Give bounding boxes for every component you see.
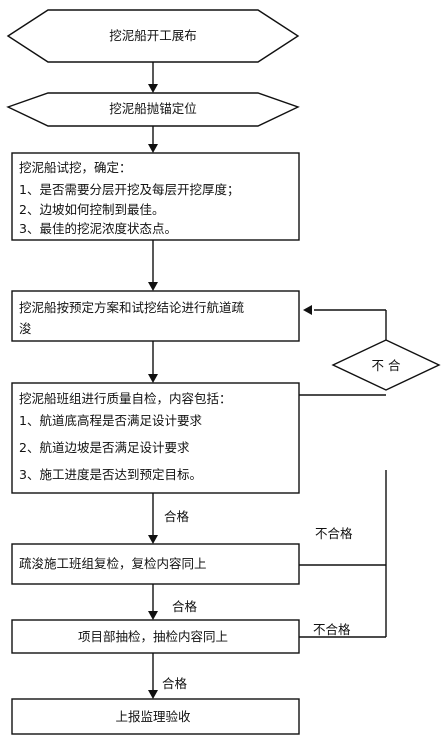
arrowhead-return bbox=[303, 305, 312, 315]
arrowhead-s7 bbox=[148, 611, 158, 620]
step-recheck-box bbox=[11, 543, 300, 585]
arrowhead-s6 bbox=[148, 535, 158, 544]
step-deploy-label: 挖泥船开工展布 bbox=[109, 28, 197, 43]
decision-label: 不 合 bbox=[372, 358, 401, 373]
arrowhead-s4 bbox=[148, 282, 158, 291]
step-anchor-label: 挖泥船抛锚定位 bbox=[109, 101, 197, 116]
decision-diamond bbox=[331, 339, 441, 391]
pass-label-selfcheck: 合格 bbox=[164, 509, 190, 524]
step-selfcheck-title: 挖泥船班组进行质量自检，内容包括： bbox=[19, 391, 232, 406]
step-anchor-diamond bbox=[6, 92, 300, 127]
step-trial-title: 挖泥船试挖，确定： bbox=[19, 160, 132, 175]
fail-label-recheck: 不合格 bbox=[315, 526, 353, 541]
step-selfcheck-item-3: 3、施工进度是否达到预定目标。 bbox=[19, 467, 202, 482]
arrowhead-s8 bbox=[148, 690, 158, 699]
fail-label-spotcheck: 不合格 bbox=[313, 622, 351, 637]
step-trial-box bbox=[11, 152, 300, 241]
step-trial-item-1: 1、是否需要分层开挖及每层开挖厚度； bbox=[19, 182, 239, 197]
step-trial-item-2: 2、边坡如何控制到最佳。 bbox=[19, 202, 164, 217]
step-acceptance-box bbox=[11, 698, 300, 735]
step-recheck-label: 疏浚施工班组复检，复检内容同上 bbox=[19, 556, 207, 571]
arrowhead-s5 bbox=[148, 374, 158, 383]
step-dredging-box bbox=[11, 290, 300, 342]
step-selfcheck-box bbox=[11, 382, 300, 494]
step-dredging-line-1: 挖泥船按预定方案和试挖结论进行航道疏 bbox=[19, 300, 245, 315]
step-selfcheck-item-1: 1、航道底高程是否满足设计要求 bbox=[19, 413, 202, 428]
arrowhead-s3 bbox=[148, 144, 158, 153]
step-selfcheck-item-2: 2、航道边坡是否满足设计要求 bbox=[19, 440, 190, 455]
step-spotcheck-box bbox=[11, 619, 300, 654]
pass-label-recheck: 合格 bbox=[172, 599, 198, 614]
connectors bbox=[148, 62, 387, 699]
pass-label-spotcheck: 合格 bbox=[162, 676, 188, 691]
step-acceptance-label: 上报监理验收 bbox=[115, 709, 191, 724]
step-trial-item-3: 3、最佳的挖泥浓度状态点。 bbox=[19, 221, 177, 236]
step-dredging-line-2: 浚 bbox=[19, 321, 32, 336]
step-deploy-diamond bbox=[6, 9, 300, 63]
arrowhead-s2 bbox=[148, 84, 158, 93]
step-spotcheck-label: 项目部抽检，抽检内容同上 bbox=[78, 629, 228, 644]
